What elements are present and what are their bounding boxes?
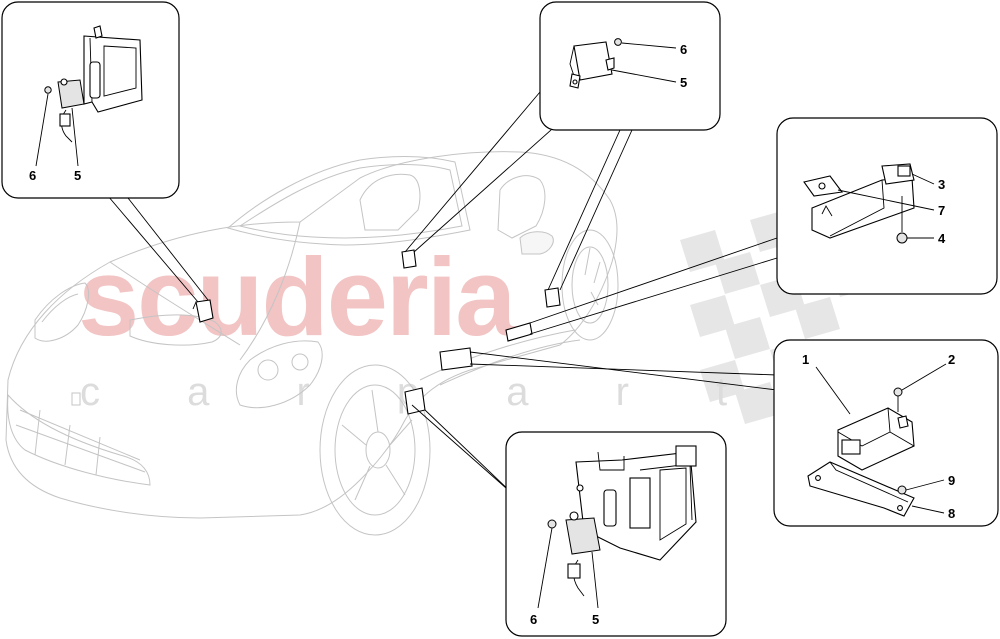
nut-top-left [44,86,52,94]
tunnel-sensor [401,249,417,269]
nut-bottom-center [547,519,557,529]
nut-top-center [614,38,622,46]
sensor-top-center [569,41,615,89]
bolt-right-upper [896,196,908,244]
watermark-subtitle: c a r p a r t s [80,370,872,414]
callout-bottom-center: 6 5 [505,431,727,637]
leader-lines [107,91,778,498]
front-crash-sensor [192,299,214,323]
screw-right-lower [893,387,903,412]
airbag-control-unit [837,407,915,471]
label-right-upper-7: 7 [938,203,945,218]
callout-top-left: 6 5 [1,1,180,199]
callout-top-center: 6 5 [539,1,721,131]
label-top-center-6: 6 [680,42,687,57]
bracket-bottom-center [575,445,697,561]
side-sensor-on-car [404,387,426,415]
car-mounted-parts [192,249,561,415]
label-bottom-center-5: 5 [592,612,599,627]
passenger-sensor-on-car [505,322,533,342]
rear-sensor [544,287,561,308]
label-right-upper-4: 4 [938,231,946,246]
watermark-brand: scuderia [78,236,517,359]
label-right-lower-1: 1 [802,352,809,367]
sensor-top-left [57,78,85,143]
car-outline [5,151,619,536]
label-right-lower-8: 8 [948,506,955,521]
label-right-lower-9: 9 [948,473,955,488]
airbag-control-unit-on-car [439,347,473,371]
bracket-top-left [83,25,143,113]
label-right-upper-3: 3 [938,177,945,192]
label-bottom-center-6: 6 [530,612,537,627]
label-top-left-6: 6 [29,168,36,183]
sensor-bottom-center [565,511,601,597]
mounting-bracket [807,461,915,517]
nut-right-lower [897,485,907,495]
label-top-center-5: 5 [680,75,687,90]
callout-right-upper: 3 7 4 [776,117,998,295]
label-top-left-5: 5 [74,168,81,183]
callout-right-lower: 1 2 9 8 [773,339,999,527]
passenger-sensor-unit [803,163,915,239]
label-right-lower-2: 2 [948,352,955,367]
